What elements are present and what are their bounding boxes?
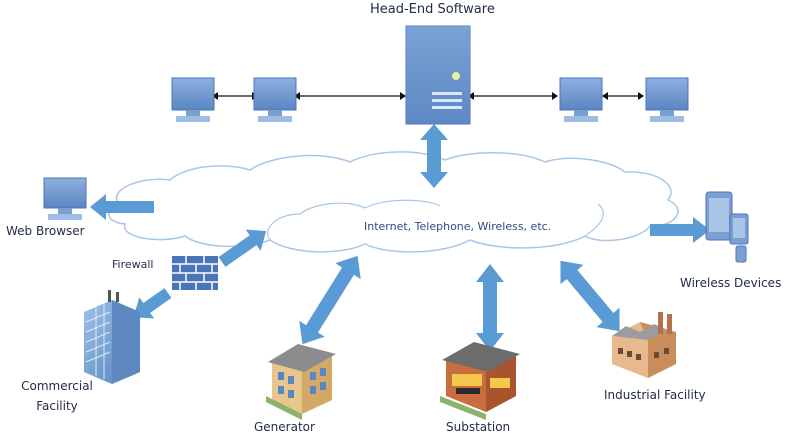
substation-label: Substation [446,420,511,434]
network-cloud [108,151,679,253]
connection-arrows [90,124,710,351]
arrow-industrial-cloud [560,260,620,332]
computer-monitor-icon [171,77,215,122]
generator-building-icon [266,344,336,420]
firewall-label: Firewall [112,258,154,271]
lan-links [212,92,644,100]
substation-building-icon [440,342,520,420]
smartphone-icon [705,191,733,241]
industrial-facility-label: Industrial Facility [604,388,706,402]
generator-label: Generator [254,420,315,434]
arrow-cloud-web-browser [90,194,154,220]
web-browser-label: Web Browser [6,224,85,238]
computer-monitor-icon [559,77,603,122]
tablet-icon [729,213,749,263]
commercial-facility-label: Commercial Facility [21,379,93,413]
arrow-firewall-cloud [218,229,267,267]
wireless-devices-label: Wireless Devices [680,276,782,290]
office-building-icon [84,290,140,384]
arrow-cloud-wireless [650,217,710,243]
arrow-generator-cloud [299,255,361,345]
server-tower-icon [405,25,471,125]
arrow-server-cloud [420,124,448,188]
firewall-brick-icon [172,256,218,290]
head-end-software-label: Head-End Software [370,2,495,17]
network-cloud-label: Internet, Telephone, Wireless, etc. [364,220,552,233]
computer-monitor-icon [43,177,87,220]
arrow-substation-cloud [476,264,504,351]
factory-icon [612,312,676,378]
computer-monitor-icon [253,77,297,122]
computer-monitor-icon [645,77,689,122]
